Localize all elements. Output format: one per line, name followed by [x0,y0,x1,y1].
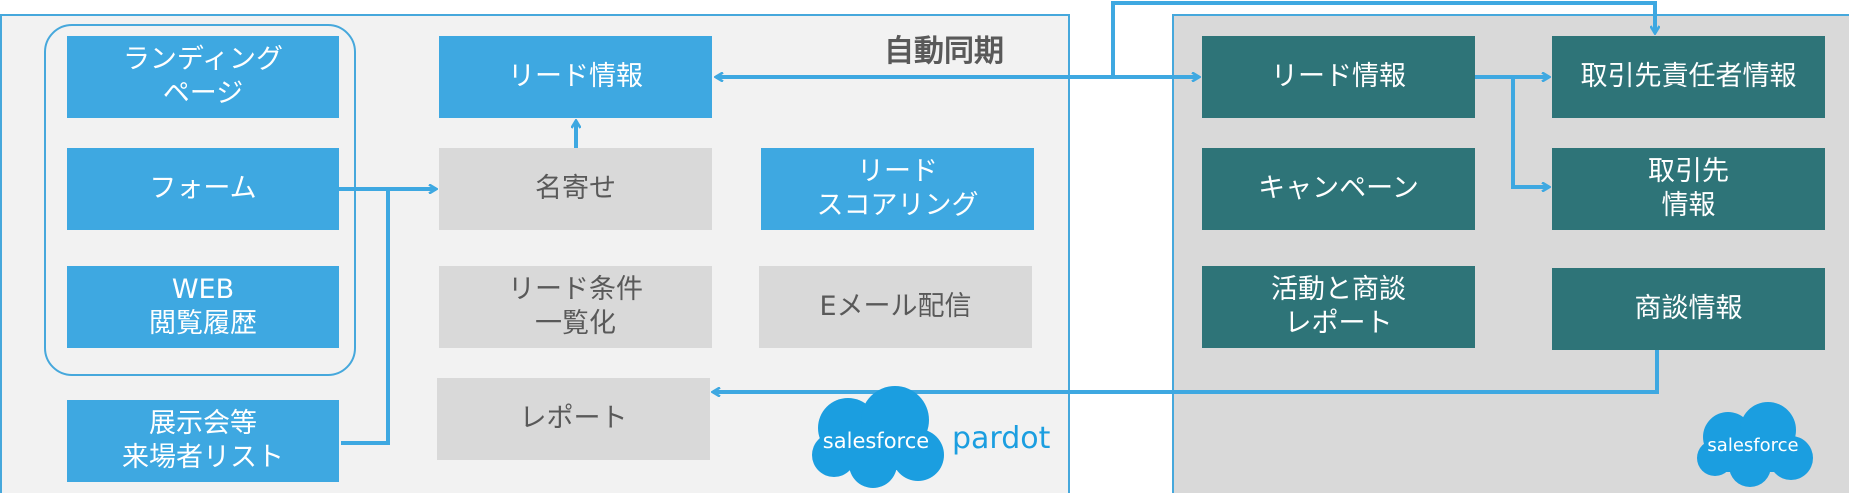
sync-to-contact-arrow [1111,1,1655,77]
pardot-lead-info-box: リード情報 [439,36,712,118]
contact-info-box: 取引先責任者情報 [1552,36,1825,118]
lead-scoring-box: リード スコアリング [761,148,1034,230]
form-box: フォーム [67,148,339,230]
sf-lead-info-box: リード情報 [1202,36,1475,118]
pardot-report-box: レポート [437,378,710,460]
pardot-logo-text: pardot [952,421,1051,456]
lead-to-account-arrow [1511,77,1549,187]
input-bracket-line [339,187,390,445]
account-info-box: 取引先 情報 [1552,148,1825,230]
sf-cloud-logo-text: salesforce [1707,435,1798,456]
name-matching-box: 名寄せ [439,148,712,230]
opportunity-to-report-arrow [713,350,1659,392]
opportunity-info-box: 商談情報 [1552,268,1825,350]
activity-report-box: 活動と商談 レポート [1202,266,1475,348]
salesforce-logo: salesforce [1697,402,1813,487]
exhibition-list-box: 展示会等 来場者リスト [67,400,339,482]
lead-list-box: リード条件 一覧化 [439,266,712,348]
email-delivery-box: Eメール配信 [759,266,1032,348]
landing-page-box: ランディング ページ [67,36,339,118]
campaign-box: キャンペーン [1202,148,1475,230]
salesforce-cloud-logo: salesforce [812,386,944,488]
web-input-group [44,24,356,376]
sync-label: 自動同期 [884,34,1004,69]
cloud-logo-text: salesforce [823,429,929,453]
web-history-box: WEB 閲覧履歴 [67,266,339,348]
